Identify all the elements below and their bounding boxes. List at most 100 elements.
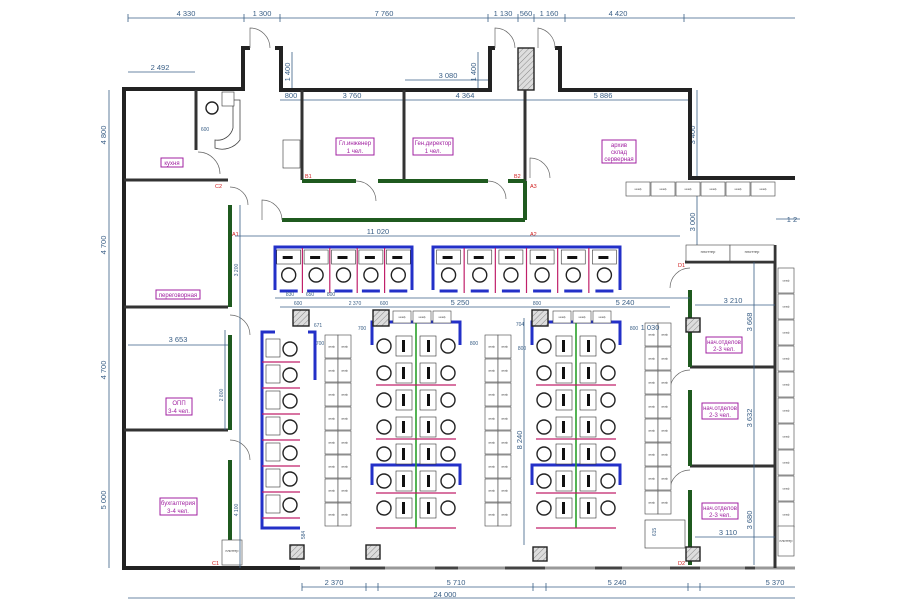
cabinet: [497, 406, 512, 431]
monitor: [587, 340, 590, 352]
plotters: плоттер плоттер плоттер плоттер: [221, 244, 795, 566]
monitor: [504, 256, 515, 259]
room-kitchen: кухня: [160, 157, 184, 168]
monitor: [402, 394, 405, 406]
dim-meeting-width: 3 653: [169, 335, 188, 344]
dim-ws-2: 800: [327, 292, 336, 298]
chair: [565, 267, 581, 283]
dim-corridor-offset: 3 080: [439, 71, 458, 80]
cabinet-label: шкаф: [488, 417, 496, 421]
cabinet: [497, 502, 512, 527]
cabinet: [497, 334, 512, 359]
dim-top-6: 4 420: [609, 9, 628, 18]
dim-vertical-4100: 4 100: [234, 504, 240, 517]
monitor: [427, 421, 430, 433]
cabinet-label: шкаф: [488, 513, 496, 517]
chair: [440, 392, 456, 408]
desk: [265, 468, 281, 488]
chair: [282, 367, 298, 383]
monitor: [427, 367, 430, 379]
dim-ws-4: 600: [294, 301, 303, 307]
monitor: [427, 502, 430, 514]
chair: [600, 365, 616, 381]
chair: [600, 338, 616, 354]
cabinet-label: шкаф: [341, 489, 349, 493]
cabinet: [552, 310, 572, 324]
plotter: [729, 244, 775, 262]
bottom-dimensions: 2 370 5 710 5 240 5 370 24 000: [128, 578, 795, 599]
cabinet-label: шкаф: [783, 331, 791, 335]
monitor: [310, 256, 321, 259]
chair: [440, 365, 456, 381]
cabinet-label: шкаф: [648, 381, 656, 385]
cabinet-label: шкаф: [488, 369, 496, 373]
dim-top-4: 560: [520, 9, 533, 18]
dim-cluster-1: 700: [316, 341, 325, 347]
dim-left-0: 4 800: [99, 126, 108, 145]
chair: [503, 267, 519, 283]
plotter: [221, 539, 243, 566]
chair: [440, 473, 456, 489]
room-chief-engineer: Гл.инженер 1 чел.: [335, 137, 375, 156]
monitor: [402, 340, 405, 352]
cabinet-label: шкаф: [488, 393, 496, 397]
cabinet-label: шкаф: [648, 501, 656, 505]
cabinet-label: шкаф: [501, 489, 509, 493]
cabinet-label: шкаф: [399, 315, 407, 319]
monitor: [402, 475, 405, 487]
cabinet: [625, 181, 651, 197]
cabinet-label: шкаф: [328, 489, 336, 493]
desk: [265, 390, 281, 410]
monitor: [562, 448, 565, 460]
chair: [282, 445, 298, 461]
cabinet-label: шкаф: [341, 393, 349, 397]
chair: [536, 500, 552, 516]
cabinet-label: шкаф: [648, 357, 656, 361]
interior-dimensions: 11 020 3 653 830 650 800 2 370 600 5 250…: [128, 205, 775, 568]
dim-bottom-1: 5 710: [447, 578, 466, 587]
cabinet-label: шкаф: [328, 393, 336, 397]
cabinet-label: шкаф: [328, 417, 336, 421]
cabinet: [337, 430, 352, 455]
svg-text:3-4 чел.: 3-4 чел.: [168, 409, 190, 415]
cabinet: [657, 346, 672, 371]
cabinet-label: шкаф: [735, 187, 743, 191]
monitor: [282, 256, 293, 259]
chair: [600, 392, 616, 408]
dim-cluster-4: 704: [516, 322, 525, 328]
marker-c2: C2: [215, 184, 222, 190]
chair: [536, 365, 552, 381]
workstation-frame: [308, 330, 317, 380]
room-opp: ОПП 3-4 чел.: [165, 397, 193, 416]
chair: [440, 267, 457, 283]
cabinet-label: шкаф: [501, 465, 509, 469]
cabinet-label: шкаф: [328, 345, 336, 349]
dim-top-3: 1 130: [494, 9, 513, 18]
monitor: [402, 502, 405, 514]
cabinet: [777, 267, 795, 294]
marker-a3: A3: [530, 184, 537, 190]
cabinet-label: шкаф: [501, 369, 509, 373]
dim-ws-5: 5 250: [451, 298, 470, 307]
cabinet: [337, 358, 352, 383]
monitor: [536, 256, 547, 259]
cabinet: [657, 442, 672, 467]
desk: [265, 338, 281, 358]
cabinet: [725, 181, 751, 197]
chair: [376, 392, 392, 408]
cabinet-label: шкаф: [783, 513, 791, 517]
desk: [265, 364, 281, 384]
cabinet: [497, 358, 512, 383]
chair: [596, 267, 613, 283]
dim-right-top: 1 2: [787, 215, 797, 224]
dim-ws-1: 650: [306, 292, 315, 298]
monitor: [587, 475, 590, 487]
dim-office-2: 4 364: [456, 91, 475, 100]
dim-vertical-3200: 3 200: [234, 264, 240, 277]
cabinet: [657, 370, 672, 395]
dim-cluster-7: 1 030: [641, 323, 660, 332]
cabinet-label: шкаф: [488, 441, 496, 445]
chair: [600, 419, 616, 435]
cabinet-label: шкаф: [648, 477, 656, 481]
chair: [600, 473, 616, 489]
